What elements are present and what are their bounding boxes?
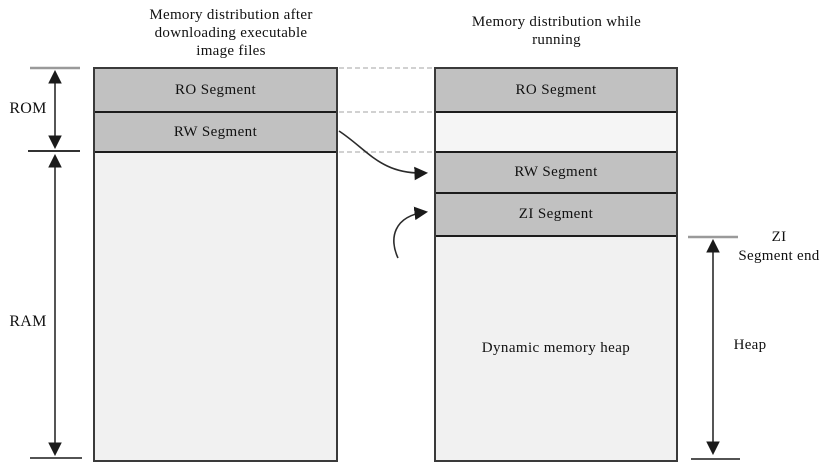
memory-column-running: RO Segment RW Segment ZI Segment Dynamic… xyxy=(434,67,678,462)
segment-label: ZI Segment xyxy=(518,206,594,222)
heap-span-label: Heap xyxy=(733,337,767,353)
heap-label: Dynamic memory heap xyxy=(481,340,631,356)
rw-copy-arrow xyxy=(338,130,429,181)
segment-label: RW Segment xyxy=(514,164,598,180)
rom-label: ROM xyxy=(9,100,47,117)
title-line: running xyxy=(532,32,581,48)
zi-end-line: ZI xyxy=(771,229,787,245)
segment-rw-left: RW Segment xyxy=(95,113,336,153)
ram-label: RAM xyxy=(9,313,47,330)
title-line: downloading executable xyxy=(154,25,308,41)
segment-zi-right: ZI Segment xyxy=(436,194,676,237)
zi-create-arrow xyxy=(393,206,429,259)
zi-segment-end-label: ZI Segment end xyxy=(727,228,829,266)
segment-label: RO Segment xyxy=(174,81,257,98)
unused-gap-region xyxy=(436,113,676,153)
right-column-title: Memory distribution while running xyxy=(444,13,669,49)
title-line: Memory distribution while xyxy=(471,14,642,30)
segment-label: RW Segment xyxy=(173,123,258,140)
title-line: Memory distribution after xyxy=(149,7,313,23)
title-line: image files xyxy=(196,43,266,59)
zi-end-line: Segment end xyxy=(738,248,820,264)
left-column-title: Memory distribution after downloading ex… xyxy=(113,6,349,60)
dynamic-memory-heap-region: Dynamic memory heap xyxy=(436,237,676,460)
empty-ram-region xyxy=(95,153,336,460)
segment-label: RO Segment xyxy=(515,81,597,98)
segment-ro-right: RO Segment xyxy=(436,69,676,113)
memory-column-after-download: RO Segment RW Segment xyxy=(93,67,338,462)
segment-ro-left: RO Segment xyxy=(95,69,336,113)
segment-rw-right: RW Segment xyxy=(436,153,676,194)
